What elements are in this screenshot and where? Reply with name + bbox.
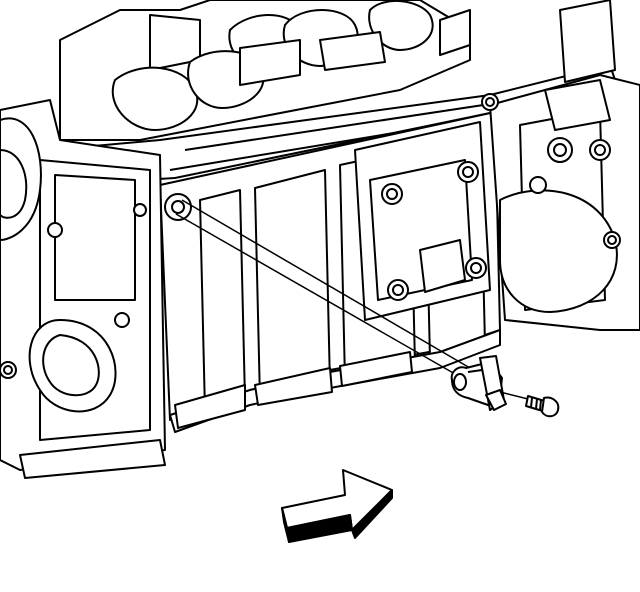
cylinder-block	[49, 64, 616, 433]
bolt-icon	[525, 395, 560, 418]
camshaft-lobes	[59, 0, 471, 141]
sensor-bore	[164, 93, 499, 221]
front-cover	[0, 99, 166, 479]
sensor-icon	[450, 355, 507, 411]
arrow-right-icon	[281, 469, 393, 543]
rear-housing	[489, 0, 640, 331]
